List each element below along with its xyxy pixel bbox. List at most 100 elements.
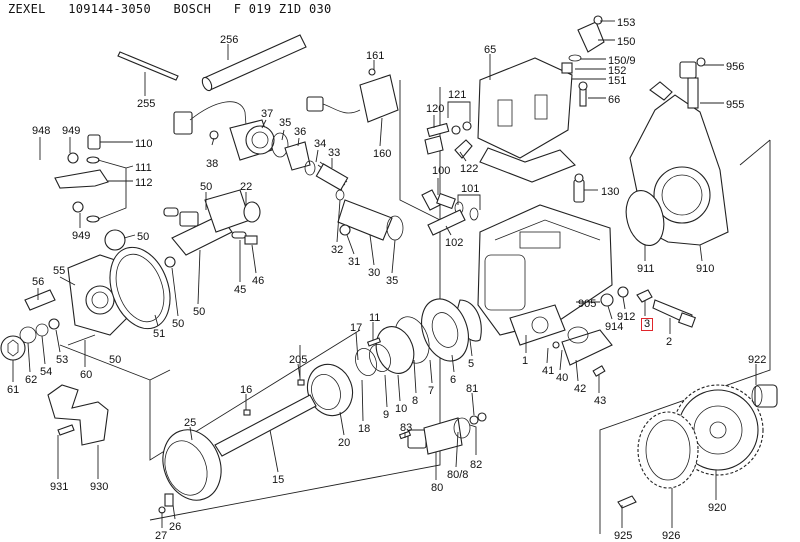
part-label-3[interactable]: 3 <box>641 318 654 331</box>
part-label-80[interactable]: 80 <box>431 482 444 494</box>
part-label-37[interactable]: 37 <box>261 108 274 120</box>
part-label-50c[interactable]: 50 <box>172 318 185 330</box>
part-label-161[interactable]: 161 <box>366 50 385 62</box>
part-label-2[interactable]: 2 <box>666 336 673 348</box>
part-label-42[interactable]: 42 <box>574 383 587 395</box>
part-label-50e[interactable]: 50 <box>109 354 122 366</box>
part-100-102-fittings <box>421 189 479 236</box>
part-label-151[interactable]: 151 <box>608 75 627 87</box>
part-label-150[interactable]: 150 <box>617 36 636 48</box>
part-label-22[interactable]: 22 <box>240 181 253 193</box>
part-label-922[interactable]: 922 <box>748 354 767 366</box>
part-label-65[interactable]: 65 <box>484 44 497 56</box>
part-label-905[interactable]: 905 <box>578 298 597 310</box>
part-label-8[interactable]: 8 <box>412 395 419 407</box>
part-label-41[interactable]: 41 <box>542 365 555 377</box>
part-1-pump-housing <box>477 204 613 346</box>
part-label-82[interactable]: 82 <box>470 459 483 471</box>
part-label-16[interactable]: 16 <box>240 384 253 396</box>
part-label-931[interactable]: 931 <box>50 481 69 493</box>
part-37-governor <box>173 101 311 171</box>
part-label-949a[interactable]: 949 <box>62 125 81 137</box>
part-label-120[interactable]: 120 <box>426 103 445 115</box>
part-label-110[interactable]: 110 <box>135 138 153 150</box>
part-label-914[interactable]: 914 <box>605 321 624 333</box>
part-label-54[interactable]: 54 <box>40 366 53 378</box>
part-label-101[interactable]: 101 <box>461 183 480 195</box>
part-label-35b[interactable]: 35 <box>386 275 399 287</box>
part-925-bolt <box>617 495 637 509</box>
part-80-solenoid <box>398 412 487 455</box>
part-label-121[interactable]: 121 <box>448 89 467 101</box>
part-label-50a[interactable]: 50 <box>137 231 150 243</box>
part-label-18[interactable]: 18 <box>358 423 371 435</box>
part-label-912[interactable]: 912 <box>617 311 636 323</box>
part-label-911[interactable]: 911 <box>637 263 655 275</box>
part-label-43[interactable]: 43 <box>594 395 607 407</box>
part-label-160[interactable]: 160 <box>373 148 392 160</box>
part-label-130[interactable]: 130 <box>601 186 620 198</box>
part-label-949b[interactable]: 949 <box>72 230 91 242</box>
part-label-30[interactable]: 30 <box>368 267 381 279</box>
part-label-25[interactable]: 25 <box>184 417 197 429</box>
part-label-926[interactable]: 926 <box>662 530 681 542</box>
part-label-31[interactable]: 31 <box>348 256 361 268</box>
part-label-81[interactable]: 81 <box>466 383 479 395</box>
part-label-83[interactable]: 83 <box>400 422 413 434</box>
part-label-11[interactable]: 11 <box>369 312 381 324</box>
part-label-930[interactable]: 930 <box>90 481 109 493</box>
part-label-205[interactable]: 205 <box>289 354 308 366</box>
part-label-17[interactable]: 17 <box>350 322 363 334</box>
part-label-46[interactable]: 46 <box>252 275 265 287</box>
part-label-7[interactable]: 7 <box>428 385 435 397</box>
part-label-256[interactable]: 256 <box>220 34 239 46</box>
part-label-66[interactable]: 66 <box>608 94 621 106</box>
part-label-50b[interactable]: 50 <box>200 181 213 193</box>
part-label-50d[interactable]: 50 <box>193 306 206 318</box>
part-label-61[interactable]: 61 <box>7 384 20 396</box>
part-label-100[interactable]: 100 <box>432 165 451 177</box>
part-label-40[interactable]: 40 <box>556 372 569 384</box>
part-label-150-9[interactable]: 150/9 <box>608 55 636 67</box>
part-label-20[interactable]: 20 <box>338 437 351 449</box>
part-label-80-8[interactable]: 80/8 <box>447 469 469 481</box>
part-label-920[interactable]: 920 <box>708 502 727 514</box>
part-label-956[interactable]: 956 <box>726 61 745 73</box>
part-label-53[interactable]: 53 <box>56 354 69 366</box>
part-label-925[interactable]: 925 <box>614 530 633 542</box>
part-label-955[interactable]: 955 <box>726 99 745 111</box>
part-label-45[interactable]: 45 <box>234 284 247 296</box>
part-label-10[interactable]: 10 <box>395 403 408 415</box>
part-label-15[interactable]: 15 <box>272 474 285 486</box>
part-label-6[interactable]: 6 <box>450 374 457 386</box>
part-label-9[interactable]: 9 <box>383 409 390 421</box>
part-label-5[interactable]: 5 <box>468 358 475 370</box>
part-label-51[interactable]: 51 <box>153 328 166 340</box>
part-label-111[interactable]: 111 <box>135 162 152 174</box>
part-label-948[interactable]: 948 <box>32 125 51 137</box>
part-label-910[interactable]: 910 <box>696 263 715 275</box>
part-label-38[interactable]: 38 <box>206 158 219 170</box>
part-label-55[interactable]: 55 <box>53 265 66 277</box>
part-label-1[interactable]: 1 <box>522 355 529 367</box>
part-label-153[interactable]: 153 <box>617 17 636 29</box>
part-30-sleeve <box>335 189 404 241</box>
part-label-152[interactable]: 152 <box>608 65 627 77</box>
part-label-36[interactable]: 36 <box>294 126 307 138</box>
part-label-33[interactable]: 33 <box>328 147 341 159</box>
part-label-27[interactable]: 27 <box>155 530 168 542</box>
part-label-56[interactable]: 56 <box>32 276 45 288</box>
part-label-112[interactable]: 112 <box>135 177 153 189</box>
part-label-32[interactable]: 32 <box>331 244 344 256</box>
part-label-60[interactable]: 60 <box>80 369 93 381</box>
part-label-255[interactable]: 255 <box>137 98 156 110</box>
part-label-26[interactable]: 26 <box>169 521 182 533</box>
part-label-102[interactable]: 102 <box>445 237 464 249</box>
part-label-62[interactable]: 62 <box>25 374 38 386</box>
part-label-34[interactable]: 34 <box>314 138 327 150</box>
part-label-35a[interactable]: 35 <box>279 117 292 129</box>
part-20-bearing <box>306 363 354 417</box>
part-label-122[interactable]: 122 <box>460 163 479 175</box>
